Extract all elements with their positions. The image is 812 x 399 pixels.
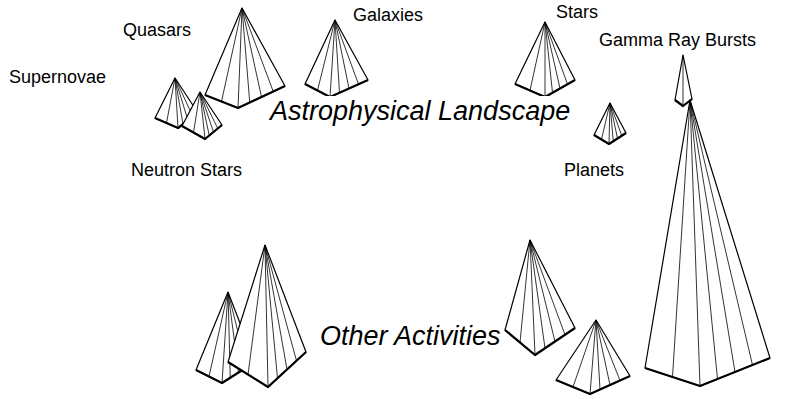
plane-outline	[8, 60, 800, 156]
pyramid	[675, 55, 692, 106]
pyramid-base-edge	[182, 125, 222, 139]
pyramid-outline	[594, 103, 626, 144]
pyramid-outline	[205, 8, 285, 108]
pyramid-ridges	[530, 22, 568, 97]
pyramid-ridges	[520, 240, 565, 355]
object-label: Gamma Ray Bursts	[598, 30, 757, 51]
plane-title: Other Activities	[318, 321, 503, 352]
pyramid-base-edge	[305, 80, 368, 97]
plane-title: Astrophysical Landscape	[268, 96, 572, 127]
pyramid	[505, 240, 575, 355]
pyramid	[645, 100, 770, 386]
pyramid-base-edge	[556, 376, 630, 394]
pyramid-outline	[305, 20, 368, 97]
object-label: Neutron Stars	[130, 160, 243, 181]
pyramid-outline	[556, 320, 630, 394]
pyramid-ridges	[673, 100, 753, 386]
object-label: Galaxies	[352, 5, 424, 26]
object-label: Planets	[563, 160, 625, 181]
pyramid	[205, 8, 285, 108]
plane-outline	[95, 300, 810, 396]
pyramid-base-edge	[228, 352, 306, 387]
pyramid	[515, 22, 575, 97]
pyramid-outline	[228, 245, 306, 387]
pyramid-base-edge	[505, 328, 575, 355]
pyramid	[594, 103, 626, 144]
pyramid-outline	[675, 55, 692, 106]
pyramid-base-edge	[515, 80, 575, 97]
pyramid-ridges	[248, 245, 297, 387]
pyramid-ridges	[222, 8, 274, 108]
pyramid	[305, 20, 368, 97]
object-label: Supernovae	[8, 67, 107, 88]
pyramid-base-edge	[645, 358, 770, 386]
pyramid	[556, 320, 630, 394]
pyramid-outline	[645, 100, 770, 386]
pyramid	[228, 245, 306, 387]
pyramid-outline	[515, 22, 575, 97]
plane: Other Activities	[0, 295, 812, 399]
pyramid-outline	[505, 240, 575, 355]
plane: Astrophysical Landscape	[0, 55, 812, 160]
pyramid-ridges	[318, 20, 359, 97]
pyramid-base-edge	[594, 133, 626, 144]
pyramid-ridges	[683, 55, 684, 106]
object-label: Stars	[555, 2, 599, 23]
object-label: Quasars	[122, 20, 192, 41]
